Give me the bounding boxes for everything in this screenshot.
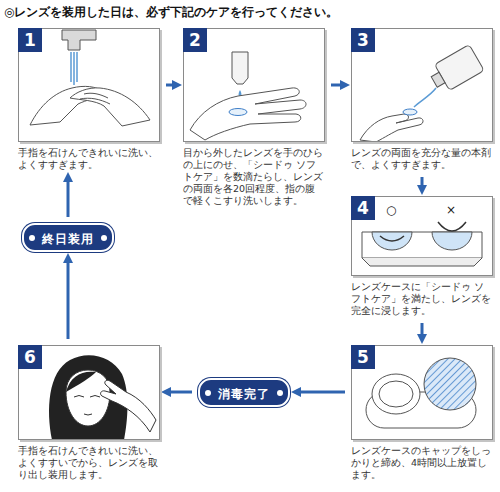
step-description: 手指を石けんできれいに洗い、よくすすぎます。: [18, 147, 160, 171]
flow-arrow: [421, 177, 424, 190]
face: [66, 370, 110, 426]
step-number: 1: [18, 28, 42, 52]
lens-rub-illustration: [190, 52, 306, 140]
well: [432, 232, 472, 250]
step-description: レンズの両面を充分な量の本剤で、よくすすぎます。: [351, 147, 493, 171]
step-number: 2: [183, 28, 207, 52]
mark-label: ×: [446, 203, 456, 217]
step-number: 4: [351, 196, 375, 220]
step-frame: 2: [183, 28, 325, 142]
palm: [190, 88, 306, 140]
well: [372, 232, 412, 250]
finger-lines: [80, 93, 110, 104]
flow-arrow: [331, 84, 345, 87]
step-frame: 6: [18, 345, 160, 440]
lens-immersed: [380, 236, 404, 241]
dropper-bottle: [232, 52, 248, 84]
faucet: [62, 30, 96, 50]
step-box: 3 レンズの両面を充分な量の本剤で、よくすすぎます。: [351, 28, 493, 171]
case-base: [362, 232, 482, 258]
step-box: 5 レンズケースのキャップをしっかりと締め、4時間以上放置します。: [351, 345, 493, 481]
lens: [229, 109, 247, 116]
flow-arrow: [166, 391, 192, 394]
lens-insert-illustration: [49, 355, 156, 440]
rivet: [101, 235, 107, 241]
bottle-nozzle: [431, 72, 445, 87]
lens-case-illustration: [362, 222, 482, 266]
cap-marked: [424, 358, 476, 410]
lens: [403, 109, 417, 115]
step-number: 5: [351, 345, 375, 369]
cap: [372, 374, 420, 414]
flow-arrow: [67, 177, 70, 217]
title: ◎レンズを装用した日は、必ず下記のケアを行ってください。: [4, 4, 338, 20]
hand: [101, 380, 156, 432]
step-description: 目から外したレンズを手のひらの上にのせ、「シードゥ ソフトケア」を数滴たらし、レ…: [183, 147, 325, 207]
lens-rinse-illustration: [360, 45, 484, 142]
step-box: 2 目から外したレンズを手のひらの上にのせ、「シードゥ ソフトケア」を数滴たらし、…: [183, 28, 325, 207]
status-pill: 消毒完了: [198, 378, 290, 407]
bangs: [66, 372, 96, 392]
step-box: 6 手指を石けんできれいに洗い、よくすすいでから、レンズを取り出し装用します。: [18, 345, 160, 481]
closed-case-illustration: [366, 358, 476, 428]
rivet: [29, 235, 35, 241]
lens-floating: [438, 222, 466, 231]
mark-label: ○: [386, 203, 396, 217]
flow-arrow: [296, 391, 345, 394]
status-pill: 終日装用: [22, 223, 114, 252]
step-number: 6: [18, 345, 42, 369]
mouth: [84, 414, 92, 415]
step-frame: 4: [351, 196, 493, 276]
fingers: [360, 114, 423, 142]
step-frame: 5: [351, 345, 493, 440]
hand: [70, 88, 150, 126]
step-description: レンズケースに「シードゥ ソフトケア」を満たし、レンズを完全に浸します。: [351, 281, 493, 317]
rinse-stream: [414, 88, 436, 107]
step-description: レンズケースのキャップをしっかりと締め、4時間以上放置します。: [351, 445, 493, 481]
step-description: 手指を石けんできれいに洗い、よくすすいでから、レンズを取り出し装用します。: [18, 445, 160, 481]
flow-arrow: [166, 84, 177, 87]
water-stream: [71, 52, 77, 85]
flow-arrow: [67, 258, 70, 339]
step-number: 3: [351, 28, 375, 52]
step-box: 1 手指を石けんできれいに洗い、よくすすぎます。: [18, 28, 160, 171]
flow-arrow: [421, 323, 424, 339]
step-frame: 1: [18, 28, 160, 142]
hand-wash-illustration: [30, 30, 150, 126]
case-feet: [362, 258, 482, 266]
pill-label: 終日装用: [42, 232, 94, 246]
cap-rim: [379, 381, 413, 407]
rivet: [277, 390, 283, 396]
eyes: [74, 396, 100, 398]
bottle: [427, 45, 484, 95]
step-box: 4 レンズケースに「シードゥ ソフトケア」を満たし、レンズを完全に浸します。: [351, 196, 493, 317]
rivet: [205, 390, 211, 396]
pill-label: 消毒完了: [218, 387, 270, 401]
step-frame: 3: [351, 28, 493, 142]
